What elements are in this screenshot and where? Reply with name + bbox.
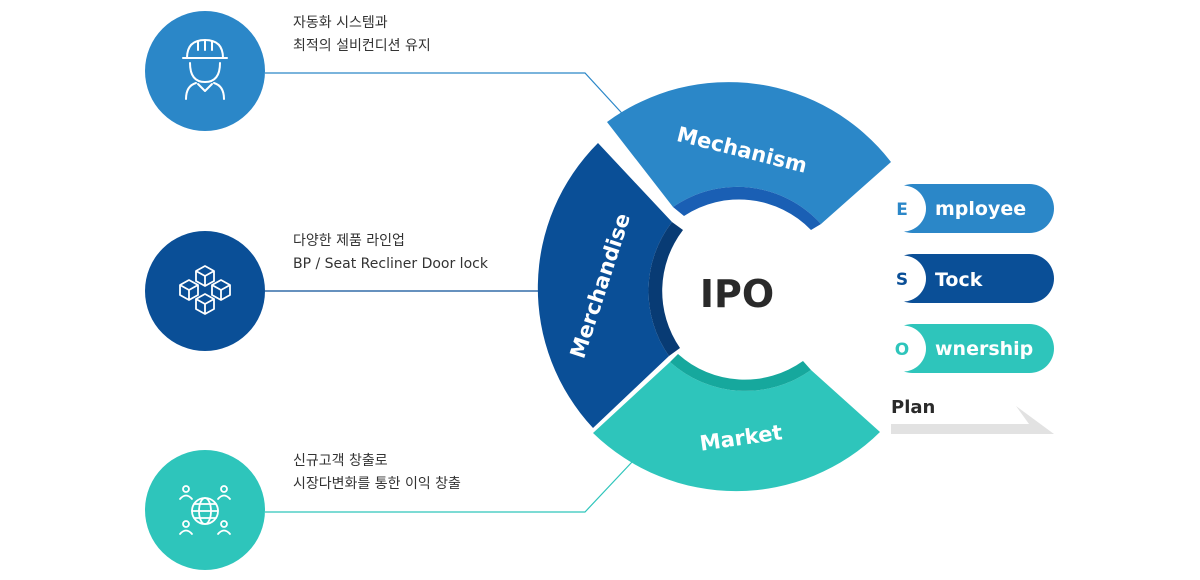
feature-text-automation: 자동화 시스템과 최적의 설비컨디션 유지 [293,12,431,58]
esop-word-ownership: wnership [935,338,1033,360]
plan-label: Plan [891,397,935,418]
feature-text-new-customers: 신규고객 창출로 시장다변화를 통한 이익 창출 [293,450,461,496]
globe-people-icon [179,485,231,535]
feature-circle-product-lineup [145,231,265,351]
connector-line-market [265,461,633,513]
connector-line-mechanism [265,72,631,123]
center-label-ipo: IPO [700,272,774,316]
feature-line: 최적의 설비컨디션 유지 [293,38,431,54]
plan-arrow-icon [891,406,1054,434]
ring-inner-band-mechanism [673,186,821,230]
esop-letter-e: E [896,200,908,220]
feature-text-product-lineup: 다양한 제품 라인업 BP / Seat Recliner Door lock [293,230,488,276]
ring-segment-merchandise [537,143,672,428]
ring-inner-band-merchandise [648,222,683,356]
ring-segment-mechanism [607,82,891,225]
esop-pill-employee: E mployee [880,184,1054,233]
feature-line: BP / Seat Recliner Door lock [293,256,488,272]
cubes-network-icon [179,265,231,315]
ring-segment-market [593,362,880,492]
feature-circle-automation [145,11,265,131]
esop-letter-s: S [896,270,908,290]
feature-line: 자동화 시스템과 [293,15,388,31]
esop-letter-o: O [895,340,909,360]
esop-pill-stock: S Tock [880,254,1054,303]
feature-circle-new-customers [145,450,265,570]
esop-pill-ownership: O wnership [880,324,1054,373]
feature-line: 신규고객 창출로 [293,453,388,469]
worker-helmet-icon [182,39,228,100]
feature-line: 다양한 제품 라인업 [293,233,405,249]
esop-word-employee: mployee [935,198,1026,220]
ring-inner-band-market [670,354,811,391]
esop-word-stock: Tock [935,269,983,291]
feature-line: 시장다변화를 통한 이익 창출 [293,476,461,492]
